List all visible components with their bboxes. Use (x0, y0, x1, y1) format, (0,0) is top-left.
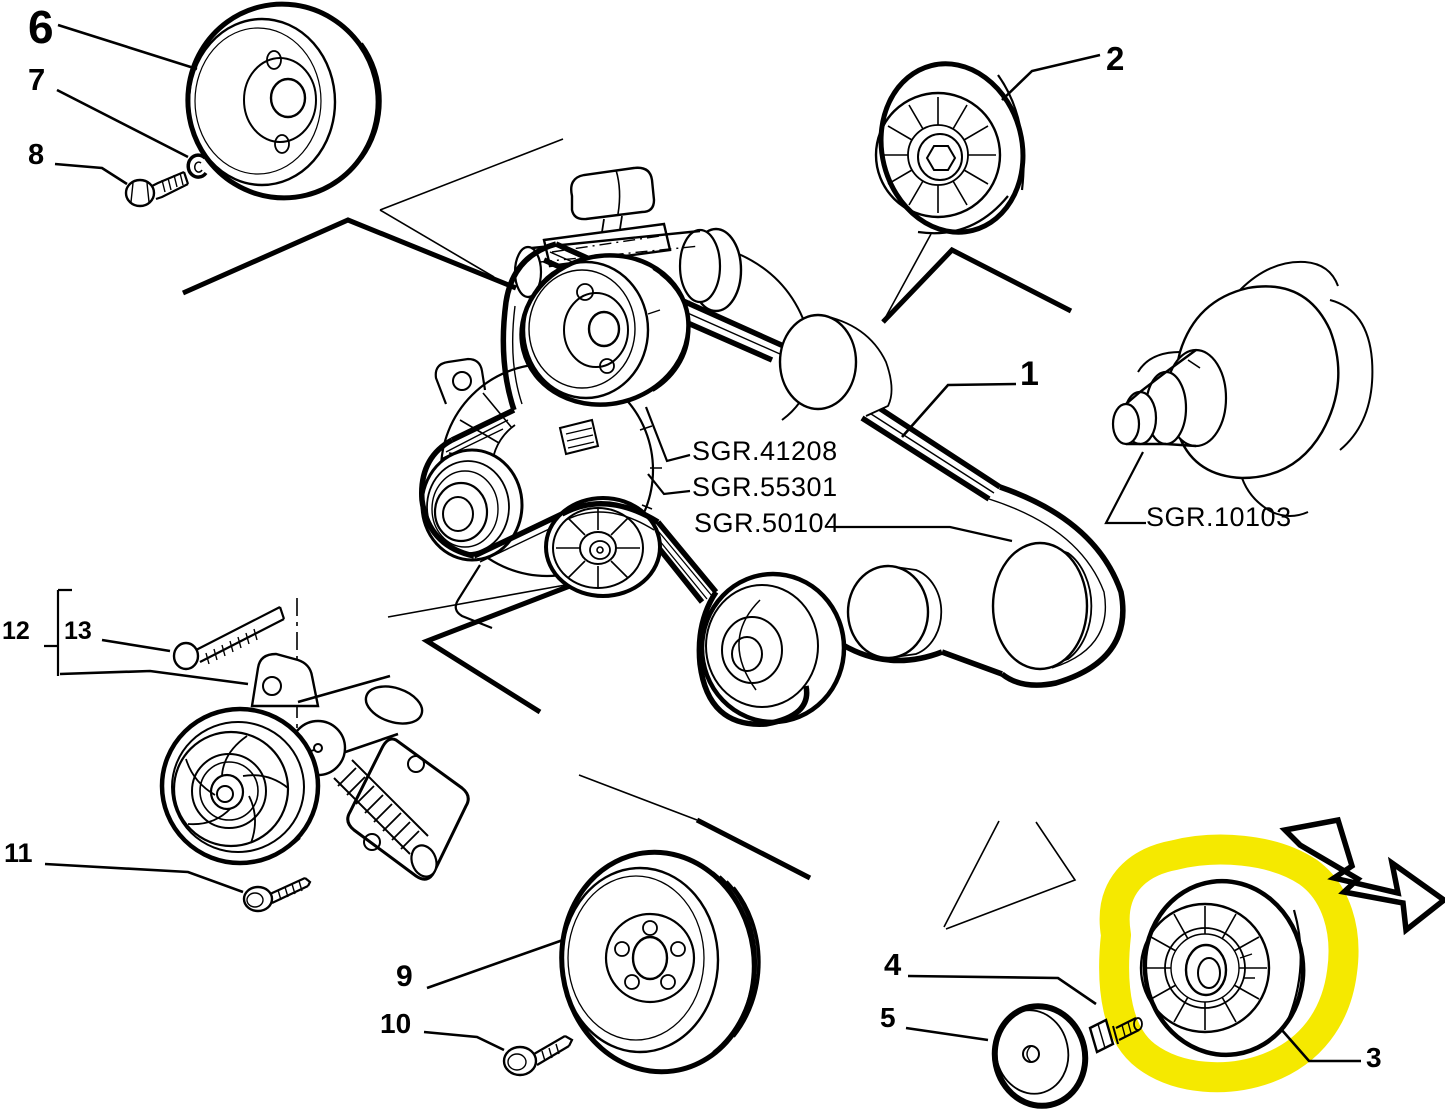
callout-3: 3 (1366, 1042, 1382, 1073)
bolt-4 (1088, 1017, 1143, 1054)
tensioner-position-pulley (544, 496, 662, 598)
leader-lines (44, 23, 1361, 1063)
callout-11: 11 (4, 838, 33, 868)
callout-6: 6 (28, 1, 54, 53)
code-sgr-41208: SGR.41208 (692, 436, 838, 466)
code-sgr-10103: SGR.10103 (1146, 502, 1292, 532)
lower-center-pulley (699, 571, 847, 725)
callout-12: 12 (2, 617, 30, 645)
roller-mid (846, 564, 943, 660)
drive-belt-wraps (419, 241, 1126, 727)
bolt-8 (124, 170, 190, 208)
callout-5: 5 (880, 1002, 896, 1033)
code-sgr-55301: SGR.55301 (692, 472, 838, 502)
locator-pointers (181, 138, 1077, 930)
disc-5 (991, 1003, 1089, 1109)
pulley-3 (1139, 878, 1306, 1058)
callout-10: 10 (380, 1008, 412, 1039)
idler-rollers (778, 313, 1093, 671)
screw-10 (502, 1035, 574, 1077)
washer-7 (186, 153, 208, 179)
callout-13: 13 (64, 617, 92, 645)
belt-tensioner (159, 598, 470, 881)
screw-11 (242, 876, 312, 913)
callout-7: 7 (28, 62, 46, 97)
callout-2: 2 (1106, 40, 1125, 77)
pulley-2 (874, 61, 1026, 235)
callout-4: 4 (884, 947, 902, 982)
direction-arrow-icon (1279, 816, 1445, 936)
pump-pulley (519, 253, 691, 407)
roller-top (778, 313, 893, 417)
highlight-marker-ring (1099, 834, 1359, 1093)
pulley-9 (559, 849, 761, 1075)
bolt-13 (172, 606, 286, 671)
pulley-6 (185, 1, 382, 201)
callout-8: 8 (28, 139, 45, 171)
callout-1: 1 (1020, 355, 1039, 393)
code-sgr-50104: SGR.50104 (694, 508, 840, 538)
callout-9: 9 (396, 960, 413, 993)
roller-right (991, 541, 1093, 671)
crankshaft (1111, 260, 1374, 517)
